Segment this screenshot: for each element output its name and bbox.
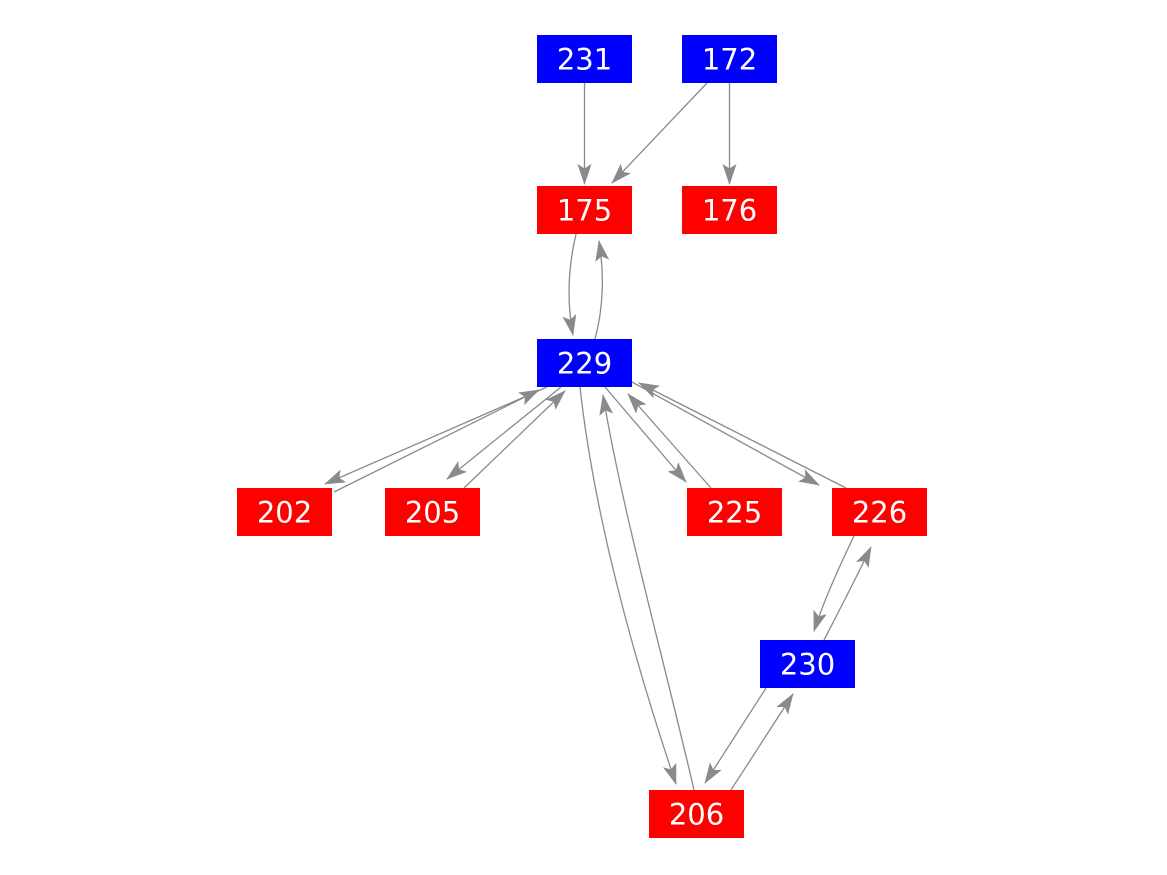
edge-229-225 bbox=[604, 386, 687, 483]
node-box-231 bbox=[537, 35, 632, 83]
edge-229-205 bbox=[446, 386, 562, 480]
node-box-206 bbox=[649, 790, 744, 838]
edge-226-230 bbox=[813, 535, 855, 632]
edge-225-229 bbox=[627, 393, 712, 489]
graph-node-175: 175 bbox=[537, 186, 632, 234]
node-label-225: 225 bbox=[707, 495, 762, 529]
node-label-230: 230 bbox=[780, 647, 835, 681]
node-box-229 bbox=[537, 339, 632, 387]
graph-node-202: 202 bbox=[237, 488, 332, 536]
node-label-172: 172 bbox=[702, 42, 757, 76]
edge-206-230 bbox=[730, 693, 794, 791]
node-box-202 bbox=[237, 488, 332, 536]
node-box-230 bbox=[760, 640, 855, 688]
node-box-226 bbox=[832, 488, 927, 536]
edge-175-229 bbox=[562, 233, 577, 336]
node-box-225 bbox=[687, 488, 782, 536]
node-label-229: 229 bbox=[557, 346, 612, 380]
node-label-226: 226 bbox=[852, 495, 907, 529]
node-label-175: 175 bbox=[557, 193, 612, 227]
node-label-206: 206 bbox=[669, 797, 724, 831]
graph-node-172: 172 bbox=[682, 35, 777, 83]
node-box-172 bbox=[682, 35, 777, 83]
graph-node-229: 229 bbox=[537, 339, 632, 387]
edge-230-206 bbox=[704, 687, 767, 784]
graph-node-230: 230 bbox=[760, 640, 855, 688]
node-label-202: 202 bbox=[257, 495, 312, 529]
node-label-205: 205 bbox=[405, 495, 460, 529]
edge-172-175 bbox=[611, 82, 708, 184]
edge-229-175 bbox=[594, 240, 610, 340]
node-label-231: 231 bbox=[557, 42, 612, 76]
graph-node-225: 225 bbox=[687, 488, 782, 536]
edge-202-229 bbox=[333, 389, 540, 493]
edge-205-229 bbox=[463, 390, 566, 489]
graph-node-176: 176 bbox=[682, 186, 777, 234]
graph-node-231: 231 bbox=[537, 35, 632, 83]
graph-node-205: 205 bbox=[385, 488, 480, 536]
graph-node-206: 206 bbox=[649, 790, 744, 838]
edge-229-206 bbox=[579, 386, 677, 785]
node-box-205 bbox=[385, 488, 480, 536]
edge-229-202 bbox=[324, 386, 548, 485]
edge-226-229 bbox=[638, 382, 847, 489]
edge-206-229 bbox=[599, 394, 695, 791]
graph-node-226: 226 bbox=[832, 488, 927, 536]
node-box-175 bbox=[537, 186, 632, 234]
node-box-176 bbox=[682, 186, 777, 234]
edge-230-226 bbox=[823, 546, 872, 641]
edge-229-226 bbox=[631, 381, 820, 486]
node-label-176: 176 bbox=[702, 193, 757, 227]
